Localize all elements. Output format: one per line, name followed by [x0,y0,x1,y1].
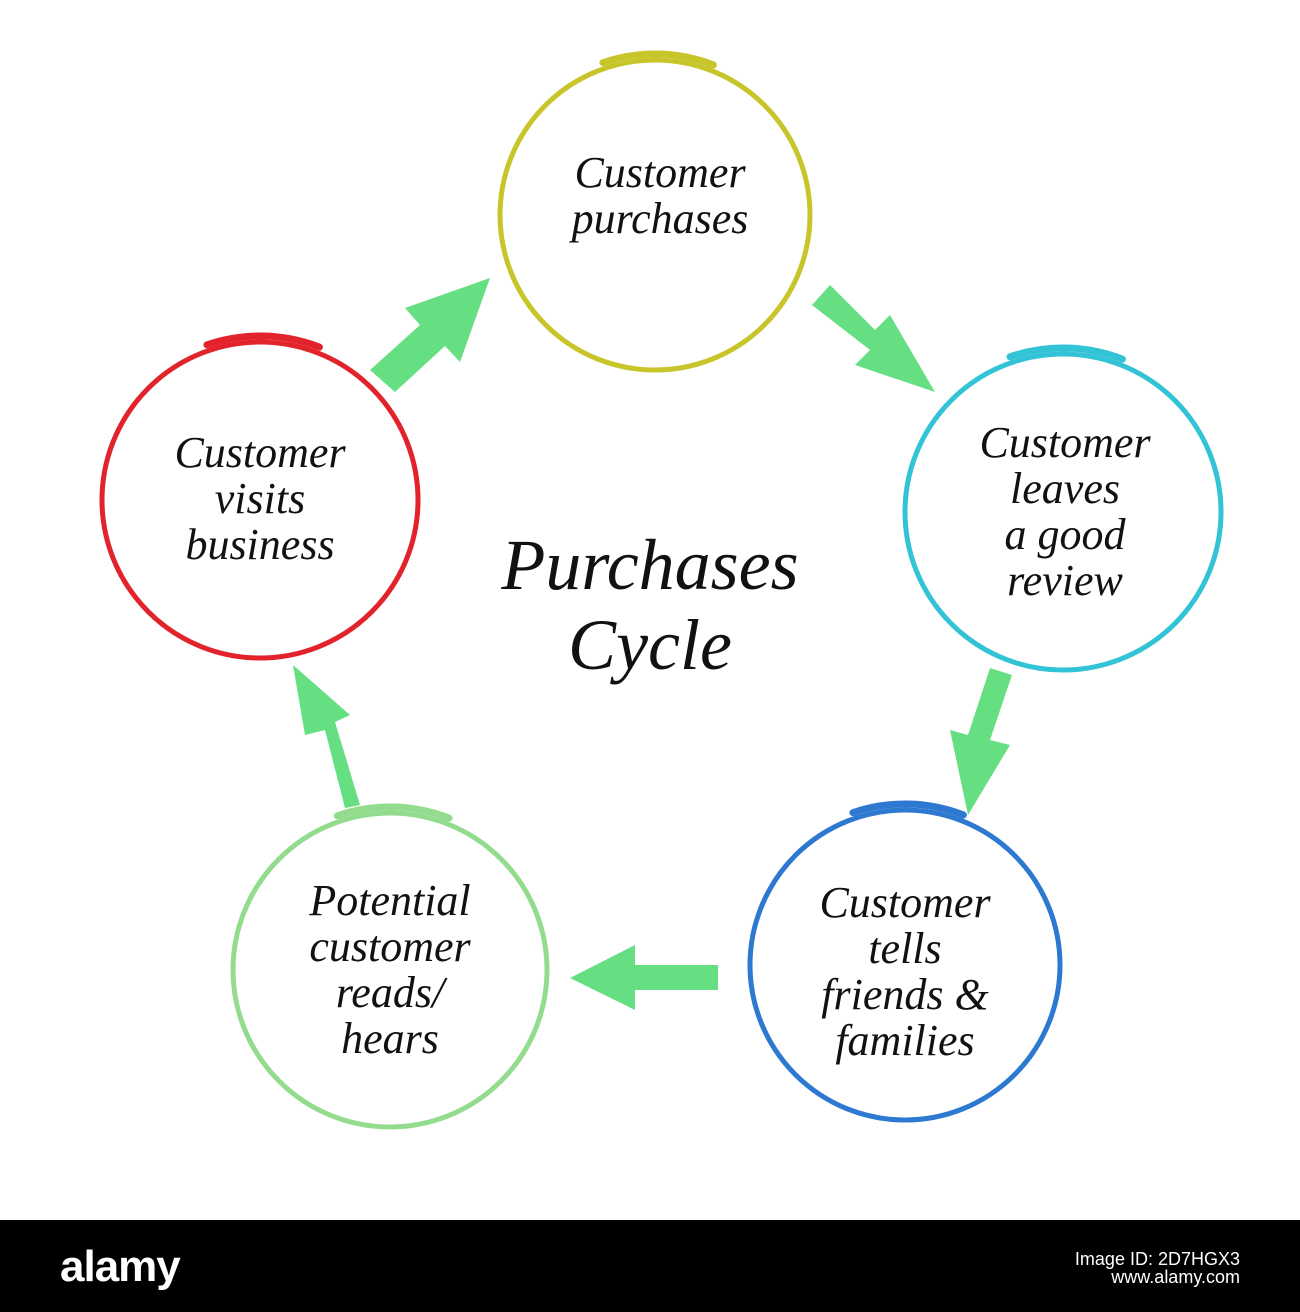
node-label-line: customer [309,922,471,971]
node-label-line: Customer [174,428,346,477]
node-label-line: families [835,1016,975,1065]
arrow-review-to-tells [950,668,1012,815]
title-line-1: Purchases [501,525,799,605]
cycle-diagram [99,50,1224,1130]
node-label-line: Customer [819,878,991,927]
arrow-potential-to-visits [293,665,360,808]
node-accent-leaves-review [1006,344,1126,363]
node-label-line: review [1007,556,1123,605]
arrow-visits-to-purchases [370,278,490,392]
node-label-line: business [185,520,335,569]
image-id: Image ID: 2D7HGX3 www.alamy.com [1075,1250,1240,1286]
footer-bar: alamy Image ID: 2D7HGX3 www.alamy.com [0,1220,1300,1312]
node-label-line: visits [214,474,306,523]
node-circle-visits-business [99,339,421,661]
image-id-line-1: Image ID: 2D7HGX3 [1074,1249,1240,1269]
arrow-tells-to-potential [570,945,718,1010]
node-label-line: leaves [1010,464,1120,513]
image-id-line-2: www.alamy.com [1111,1267,1240,1287]
node-label-line: reads/ [335,968,445,1017]
node-label-line: tells [868,924,942,973]
node-accent-customer-purchases [599,50,717,69]
node-label-line: Customer [979,418,1151,467]
arrow-purchases-to-review [812,285,935,392]
node-label-line: a good [1004,510,1126,559]
node-accent-visits-business [203,332,323,351]
diagram-title: Purchases Cycle [400,525,900,685]
node-circle-leaves-review [902,351,1224,673]
node-label-line: friends & [821,970,989,1019]
node-accent-potential-customer [333,803,453,822]
node-circle-tells-friends [747,807,1063,1123]
node-label-line: Potential [309,876,471,925]
node-label-line: Customer [574,148,746,197]
node-label-line: hears [341,1014,439,1063]
node-label-line: purchases [571,194,749,243]
node-accent-tells-friends [849,800,967,819]
alamy-logo: alamy [60,1242,181,1291]
node-circle-customer-purchases [497,57,813,373]
title-line-2: Cycle [568,605,732,685]
node-circle-potential-customer [230,810,550,1130]
